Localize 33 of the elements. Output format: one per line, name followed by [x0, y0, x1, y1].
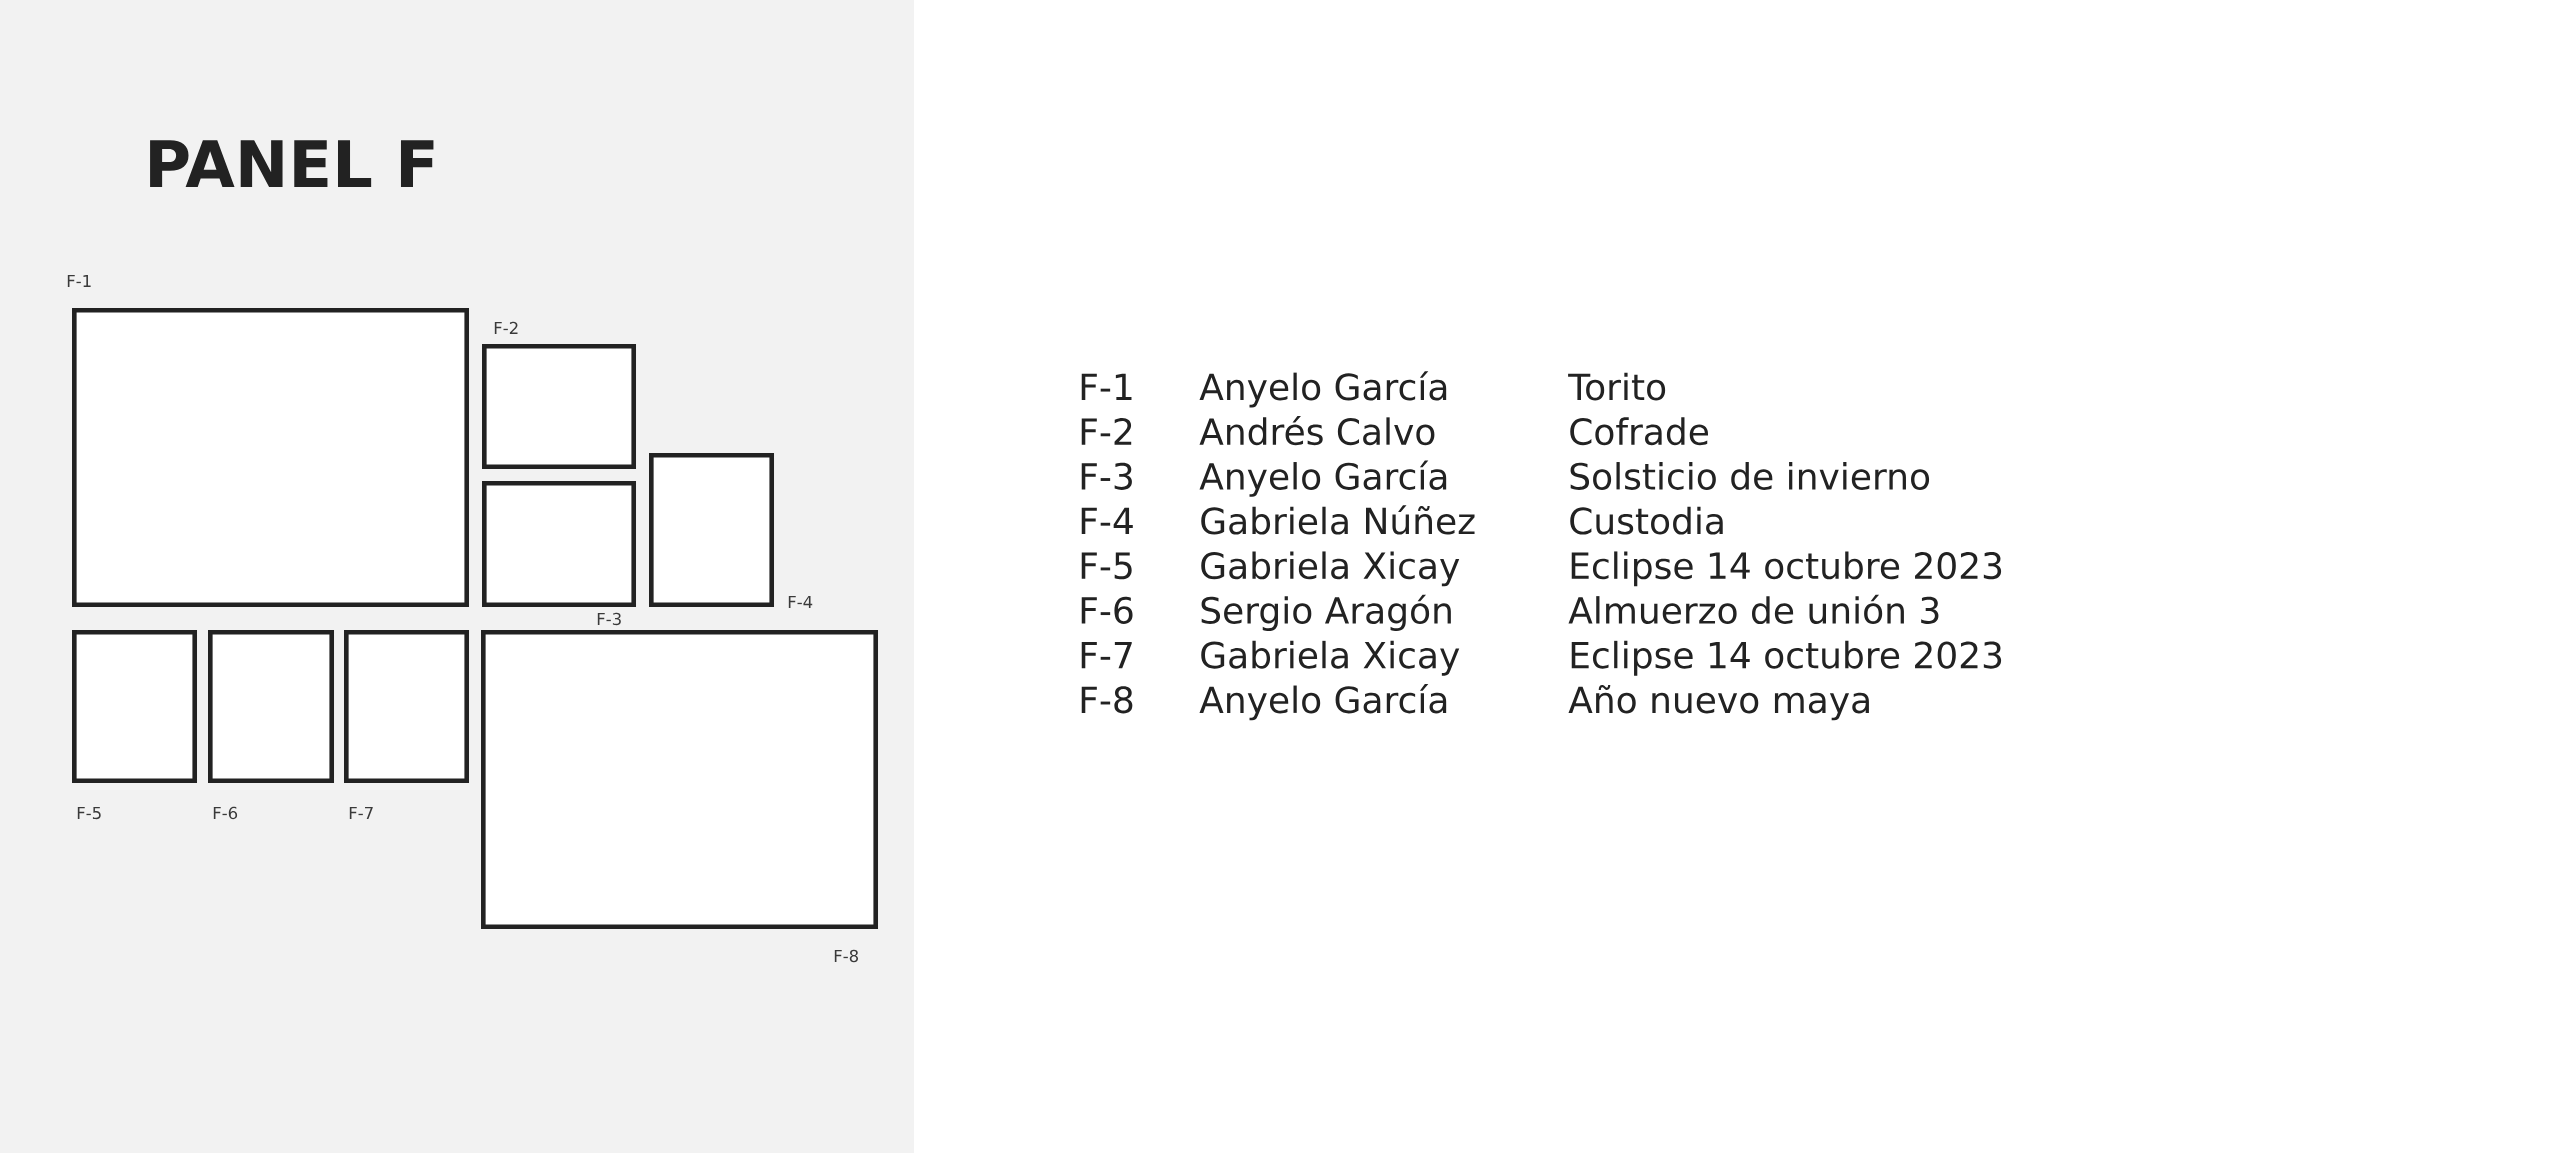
- item-code: F-2: [1081, 417, 1132, 445]
- frame-label: F-7: [349, 806, 373, 819]
- item-code: F-1: [1081, 373, 1132, 400]
- author-name: Andrés Calvo: [1199, 415, 1435, 446]
- frame-label: F-2: [494, 321, 518, 334]
- work-title: Torito: [1568, 372, 1666, 401]
- item-code: F-4: [1081, 507, 1133, 535]
- work-title: Almuerzo de unión 3: [1568, 594, 1939, 624]
- work-title: Año nuevo maya: [1568, 684, 1869, 721]
- work-title: Eclipse 14 octubre 2023: [1571, 640, 2002, 676]
- author-name: Anyelo García: [1199, 371, 1447, 408]
- work-title: Solsticio de invierno: [1570, 462, 1930, 490]
- work-title: Custodia: [1570, 506, 1723, 535]
- frame-label: F-4: [788, 595, 813, 608]
- author-name: Anyelo García: [1199, 684, 1447, 721]
- item-code: F-8: [1081, 686, 1133, 714]
- item-code: F-7: [1081, 641, 1132, 669]
- panel-heading: PANEL F: [150, 140, 434, 187]
- frame-label: F-1: [67, 274, 91, 287]
- author-name: Gabriela Xicay: [1201, 640, 1460, 676]
- author-name: Sergio Aragón: [1201, 594, 1451, 631]
- frame-label: F-8: [834, 949, 858, 963]
- frame-label: F-6: [213, 806, 238, 820]
- item-code: F-6: [1081, 596, 1133, 624]
- author-name: Gabriela Xicay: [1201, 551, 1460, 587]
- frame-label: F-5: [77, 806, 101, 820]
- work-title: Cofrade: [1570, 417, 1708, 446]
- author-name: Anyelo García: [1199, 460, 1447, 497]
- item-code: F-3: [1081, 462, 1132, 490]
- work-title: Eclipse 14 octubre 2023: [1571, 551, 2002, 587]
- item-code: F-5: [1081, 552, 1132, 580]
- frame-label: F-3: [597, 612, 621, 626]
- author-name: Gabriela Núñez: [1201, 505, 1475, 535]
